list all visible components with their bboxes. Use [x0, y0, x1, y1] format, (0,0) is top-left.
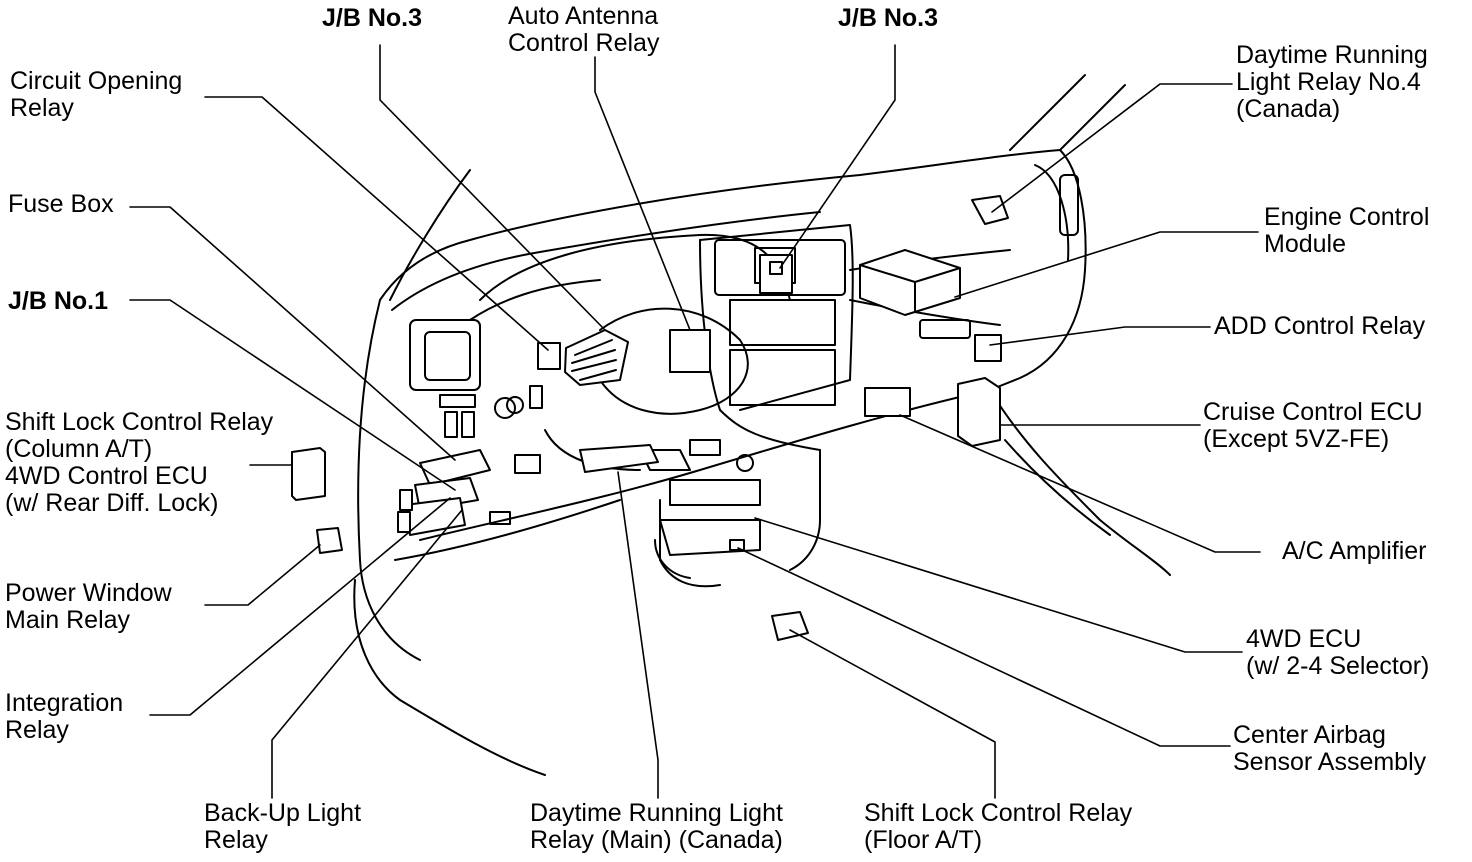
- shift-lock-relay-floor-body: [771, 611, 809, 641]
- label-ac-amplifier: A/C Amplifier: [1282, 538, 1426, 565]
- power-window-relay-body: [316, 527, 343, 554]
- engine-control-module-body: [859, 249, 961, 316]
- leader-shift-lock-floor: [789, 629, 996, 799]
- label-line: Center Airbag: [1233, 721, 1386, 749]
- leader-auto-antenna: [594, 56, 691, 331]
- label-line: Relay: [204, 826, 268, 854]
- label-line: Daytime Running: [1236, 41, 1428, 69]
- leader-add-control: [989, 326, 1211, 346]
- label-line: Shift Lock Control Relay: [864, 799, 1133, 827]
- leader-drl-main: [617, 471, 659, 799]
- label-line: Fuse Box: [8, 190, 114, 218]
- label-line: Module: [1264, 230, 1346, 258]
- label-line: Shift Lock Control Relay: [5, 408, 274, 436]
- label-line: Sensor Assembly: [1233, 748, 1427, 776]
- label-line: J/B No.1: [8, 287, 109, 315]
- leader-jb1: [129, 299, 456, 491]
- label-add-control-relay: ADD Control Relay: [1214, 313, 1425, 340]
- jb-no3-left-body: [564, 329, 629, 386]
- leader-4wd-ecu: [754, 517, 1243, 653]
- label-line: Main Relay: [5, 606, 131, 634]
- label-jb-no1: J/B No.1: [8, 288, 108, 315]
- leader-center-airbag: [737, 547, 1231, 747]
- leader-ac-amplifier: [899, 414, 1261, 553]
- label-fuse-box: Fuse Box: [8, 191, 114, 218]
- label-line: Relay: [10, 94, 74, 122]
- label-line: (Except 5VZ-FE): [1203, 425, 1390, 453]
- label-line: Back-Up Light: [204, 799, 362, 827]
- label-line: (w/ Rear Diff. Lock): [5, 489, 219, 517]
- label-line: J/B No.3: [838, 4, 939, 32]
- leader-jb3-right: [779, 44, 896, 269]
- label-line: ADD Control Relay: [1214, 312, 1426, 340]
- center-airbag-sensor-body: [729, 539, 745, 551]
- drl-main-relay-body: [579, 444, 659, 473]
- cruise-control-ecu-body: [957, 377, 1001, 447]
- label-line: Auto Antenna: [508, 2, 659, 30]
- label-line: Circuit Opening: [10, 67, 183, 95]
- leader-backup-light: [271, 509, 463, 799]
- label-jb-no3-left: J/B No.3: [322, 5, 422, 32]
- label-line: Control Relay: [508, 29, 660, 57]
- leader-integration: [149, 497, 451, 716]
- label-line: Cruise Control ECU: [1203, 398, 1423, 426]
- label-line: Daytime Running Light: [530, 799, 783, 827]
- label-line: Power Window: [5, 579, 172, 607]
- auto-antenna-relay-body: [669, 329, 711, 373]
- circuit-opening-relay-body: [537, 342, 561, 370]
- components: [291, 195, 1009, 641]
- label-shift-lock-relay-floor: Shift Lock Control Relay(Floor A/T): [864, 800, 1132, 854]
- leader-power-window: [204, 544, 321, 606]
- drl-relay-no4-body: [971, 195, 1009, 225]
- label-jb-no3-right: J/B No.3: [838, 5, 938, 32]
- label-line: (w/ 2-4 Selector): [1246, 652, 1430, 680]
- leader-engine-control: [954, 231, 1259, 298]
- leader-fuse-box: [129, 206, 456, 461]
- label-line: J/B No.3: [322, 4, 423, 32]
- leader-lines: [129, 44, 1261, 799]
- label-line: (Floor A/T): [864, 826, 983, 854]
- label-line: Relay (Main) (Canada): [530, 826, 783, 854]
- label-line: (Canada): [1236, 95, 1341, 123]
- label-line: 4WD Control ECU: [5, 462, 208, 490]
- label-line: 4WD ECU: [1246, 625, 1362, 653]
- label-cruise-control-ecu: Cruise Control ECU(Except 5VZ-FE): [1203, 399, 1423, 453]
- fuse-box-body: [419, 449, 491, 486]
- label-line: Light Relay No.4: [1236, 68, 1421, 96]
- leader-jb3-left: [379, 44, 606, 331]
- ac-amplifier-body: [864, 387, 911, 417]
- label-line: Engine Control: [1264, 203, 1430, 231]
- label-line: Relay: [5, 716, 69, 744]
- leader-circuit-opening: [204, 96, 549, 351]
- label-line: A/C Amplifier: [1282, 537, 1427, 565]
- label-4wd-ecu: 4WD ECU(w/ 2-4 Selector): [1246, 626, 1429, 680]
- label-line: Integration: [5, 689, 124, 717]
- label-line: (Column A/T): [5, 435, 153, 463]
- add-control-relay-body: [974, 334, 1002, 362]
- shift-lock-relay-column-body: [291, 447, 326, 501]
- leader-drl-no4: [991, 83, 1233, 213]
- label-shift-lock-relay-column: Shift Lock Control Relay(Column A/T)4WD …: [5, 409, 273, 517]
